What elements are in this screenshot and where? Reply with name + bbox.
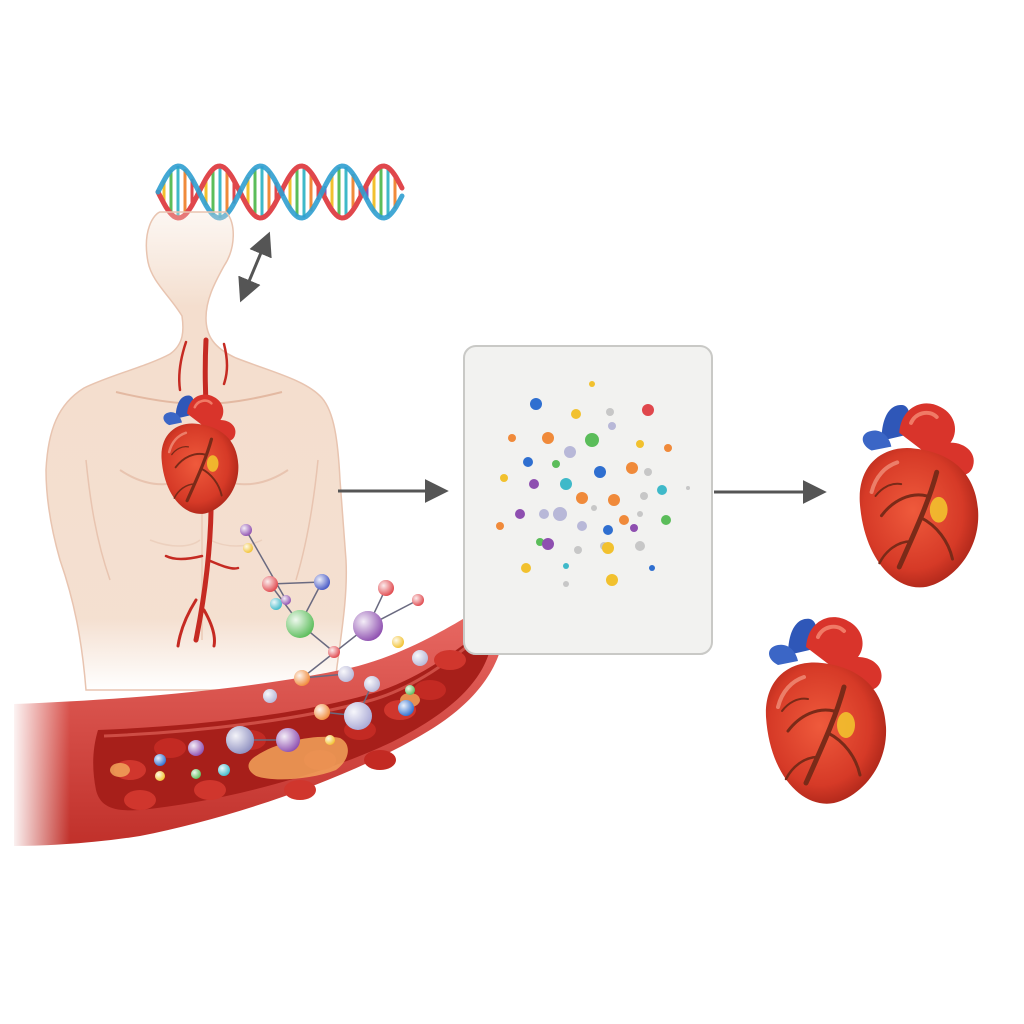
scatter-dot [585,433,599,447]
red-blood-cell [364,750,396,770]
scatter-dot [515,509,525,519]
scatter-dot [661,515,671,525]
scatter-dot [539,509,549,519]
scatter-dot [564,446,576,458]
heart-output-icon-bottom [766,617,886,804]
scatter-dot [560,478,572,490]
scatter-dot [603,525,613,535]
molecule-highlight [218,764,230,776]
scatter-dot [594,466,606,478]
molecule-highlight [191,769,201,779]
scatter-dot [608,494,620,506]
scatter-dot [521,563,531,573]
scatter-dot [523,457,533,467]
molecule-bond [245,529,287,601]
dna-strand-b [155,163,405,221]
scatter-dot [576,492,588,504]
scatter-dot [571,409,581,419]
molecule-highlight [405,685,415,695]
red-blood-cell [434,650,466,670]
scatter-dot [640,492,648,500]
molecule-highlight [294,670,310,686]
fat-globule [110,763,130,777]
blood-vessel [10,605,505,860]
biomarker-molecules [154,524,428,781]
scatter-dot [542,538,554,550]
scatter-dot [635,541,645,551]
molecule-highlight [281,595,291,605]
red-blood-cell [124,790,156,810]
red-blood-cell [194,780,226,800]
molecule-highlight [276,728,300,752]
red-blood-cell [154,738,186,758]
scatter-dot [642,404,654,416]
molecule-highlight [154,754,166,766]
molecule-highlight [286,610,314,638]
scatter-dot [626,462,638,474]
scatter-dot [619,515,629,525]
plaque-deposit [248,736,348,780]
red-blood-cell [414,680,446,700]
molecule-highlight [338,666,354,682]
molecule-highlight [226,726,254,754]
scatter-dot [563,563,569,569]
molecule-highlight [243,543,253,553]
dna-helix-icon [155,163,405,221]
molecule-highlight [412,650,428,666]
molecule-highlight [270,598,282,610]
scatter-dot [606,574,618,586]
scatter-dot [606,408,614,416]
molecule-highlight [314,574,330,590]
molecule-highlight [328,646,340,658]
molecule-highlight [325,735,335,745]
molecule-highlight [155,771,165,781]
scatter-dot [608,422,616,430]
scatter-dot [500,474,508,482]
molecule-bond [269,581,323,585]
molecule-highlight [314,704,330,720]
molecule-highlight [364,676,380,692]
molecule-highlight [188,740,204,756]
scatter-dot [636,440,644,448]
scatter-dot [664,444,672,452]
scatter-dot [602,542,614,554]
scatter-dot [542,432,554,444]
scatter-dot [644,468,652,476]
scatter-dot [649,565,655,571]
dna-body-double-arrow [238,231,272,303]
human-torso [45,211,348,691]
red-blood-cell [284,780,316,800]
scatter-dot [657,485,667,495]
scatter-dot [496,522,504,530]
molecule-highlight [344,702,372,730]
molecule-highlight [398,700,414,716]
scatter-dot [552,460,560,468]
molecule-highlight [262,576,278,592]
scatter-dot [563,581,569,587]
scatter-dot [637,511,643,517]
molecule-scatter-panel [463,345,713,655]
scatter-dot [577,521,587,531]
molecule-highlight [378,580,394,596]
scatter-dot [686,486,690,490]
scatter-dots [496,381,690,587]
molecule-highlight [263,689,277,703]
molecule-highlight [240,524,252,536]
scatter-dot [589,381,595,387]
scatter-dot [574,546,582,554]
scatter-dot [530,398,542,410]
scatter-dot [591,505,597,511]
molecule-highlight [353,611,383,641]
molecule-highlight [392,636,404,648]
scatter-dot [553,507,567,521]
scatter-dot [630,524,638,532]
scatter-dot [508,434,516,442]
heart-output-icon-top [860,403,979,587]
scatter-dot [529,479,539,489]
molecule-highlight [412,594,424,606]
